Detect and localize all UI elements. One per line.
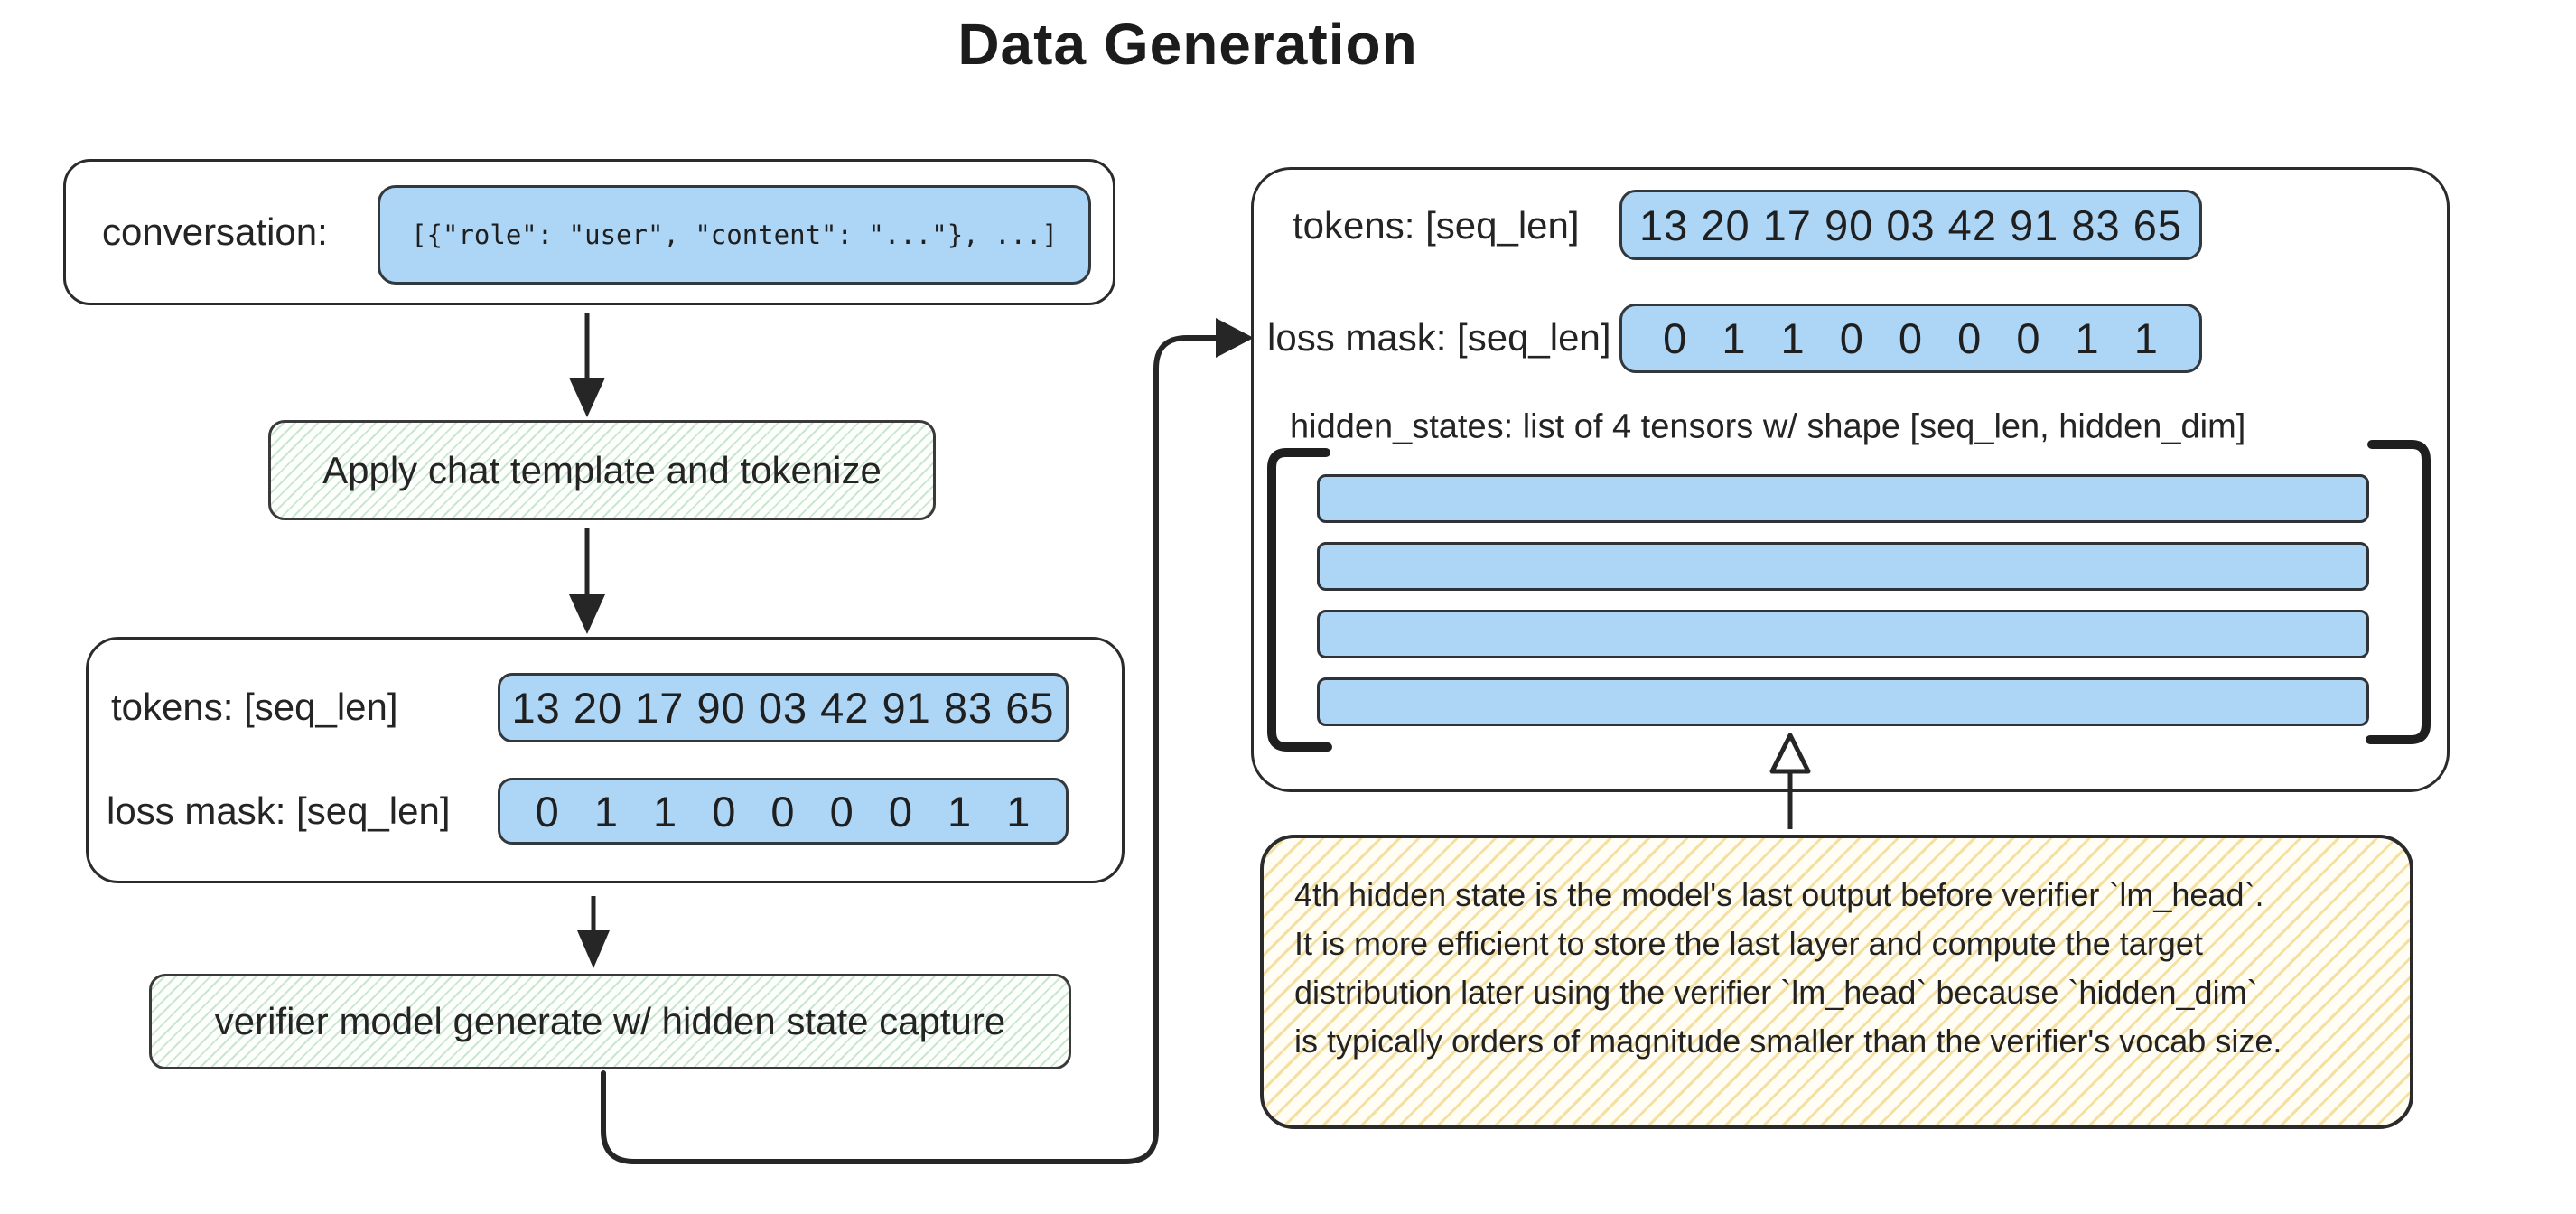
- conversation-box: conversation: [{"role": "user", "content…: [63, 159, 1115, 305]
- output-tokens-label: tokens: [seq_len]: [1293, 204, 1580, 247]
- arrow-down-icon-3: [577, 896, 610, 968]
- tokens-values: 13 20 17 90 03 42 91 83 65: [511, 684, 1055, 732]
- output-loss-mask-values: 0 1 1 0 0 0 0 1 1: [1663, 314, 2159, 362]
- tokens-pill: 13 20 17 90 03 42 91 83 65: [498, 673, 1069, 742]
- hidden-state-bar-2: [1317, 542, 2369, 591]
- hidden-states-label: hidden_states: list of 4 tensors w/ shap…: [1290, 407, 2246, 446]
- loss-mask-values: 0 1 1 0 0 0 0 1 1: [535, 787, 1031, 836]
- hidden-state-bar-3: [1317, 610, 2369, 658]
- apply-chat-template-step: Apply chat template and tokenize: [268, 420, 936, 520]
- note-line-2: It is more efficient to store the last l…: [1294, 925, 2203, 962]
- output-loss-mask-label: loss mask: [seq_len]: [1267, 316, 1611, 359]
- loss-mask-pill: 0 1 1 0 0 0 0 1 1: [498, 778, 1069, 845]
- page-title: Data Generation: [957, 12, 1418, 77]
- hidden-state-bar-1: [1317, 474, 2369, 523]
- conversation-label: conversation:: [102, 210, 328, 253]
- output-tokens-values: 13 20 17 90 03 42 91 83 65: [1639, 201, 2182, 249]
- output-loss-mask-pill: 0 1 1 0 0 0 0 1 1: [1619, 304, 2202, 373]
- verifier-generate-label: verifier model generate w/ hidden state …: [214, 1000, 1006, 1042]
- output-panel: tokens: [seq_len] 13 20 17 90 03 42 91 8…: [1251, 167, 2450, 792]
- arrow-down-icon-2: [569, 528, 605, 634]
- conversation-json-text: [{"role": "user", "content": "..."}, ...…: [411, 219, 1058, 250]
- apply-chat-template-label: Apply chat template and tokenize: [322, 448, 882, 491]
- tokens-label: tokens: [seq_len]: [111, 686, 398, 728]
- output-tokens-pill: 13 20 17 90 03 42 91 83 65: [1619, 190, 2202, 260]
- conversation-value-pill: [{"role": "user", "content": "..."}, ...…: [378, 185, 1091, 285]
- note-line-3: distribution later using the verifier `l…: [1294, 974, 2258, 1011]
- note-line-4: is typically orders of magnitude smaller…: [1294, 1023, 2282, 1060]
- verifier-generate-step: verifier model generate w/ hidden state …: [149, 974, 1071, 1069]
- tokenized-box: tokens: [seq_len] 13 20 17 90 03 42 91 8…: [86, 637, 1125, 883]
- arrow-down-icon-1: [569, 313, 605, 417]
- note-line-1: 4th hidden state is the model's last out…: [1294, 876, 2264, 913]
- note-box: 4th hidden state is the model's last out…: [1260, 835, 2413, 1129]
- hidden-state-bar-4: [1317, 677, 2369, 726]
- loss-mask-label: loss mask: [seq_len]: [107, 789, 451, 832]
